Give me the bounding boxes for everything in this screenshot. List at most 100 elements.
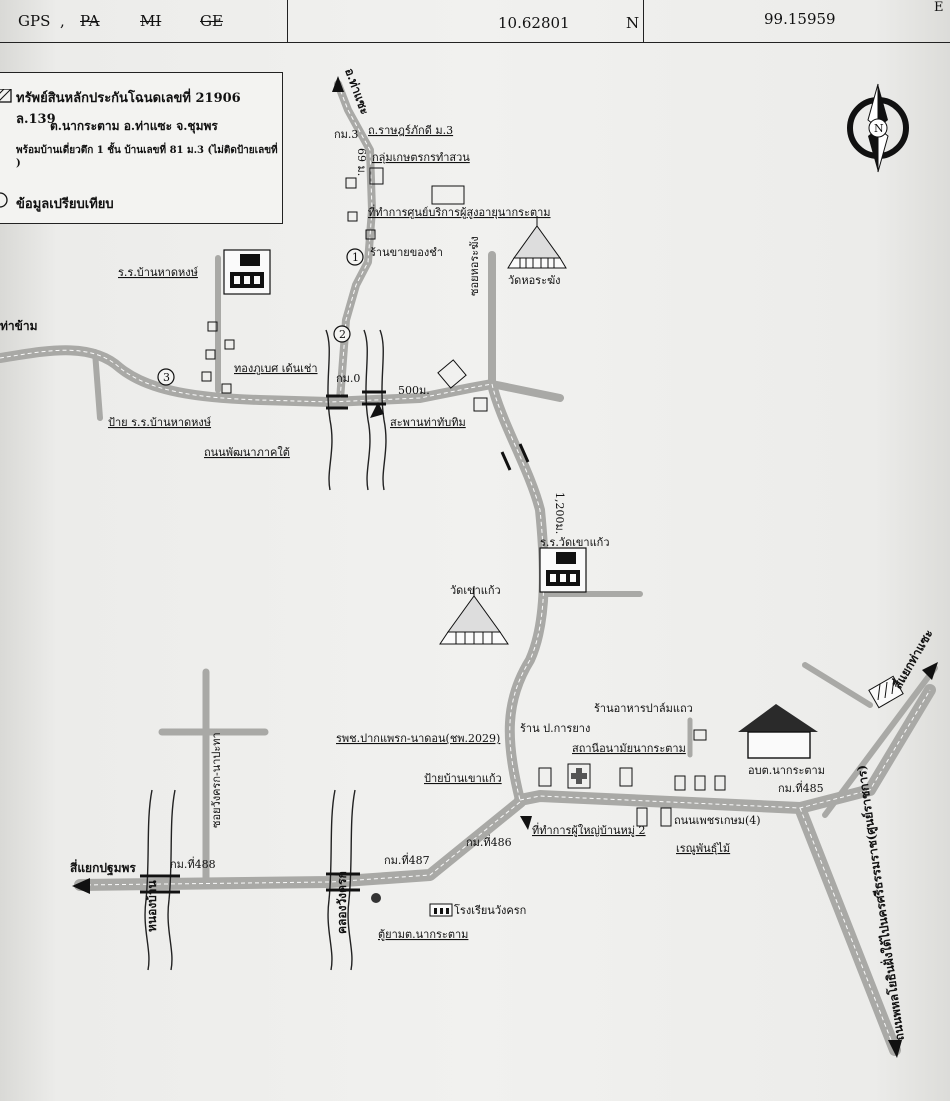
label-health: สถานีอนามัยนากระตาม [572,742,686,755]
marker-2-label: 2 [339,328,346,341]
river-ban-2 [167,789,176,971]
arrow-se-icon [888,1040,902,1058]
label-headman: ที่ทำการผู้ใหญ่บ้านหมู่ 2 [532,822,646,837]
label-500m: 500ม. [398,384,430,397]
label-junction-pathom: สี่แยกปฐมพร [70,859,136,876]
plot-square [207,321,218,332]
label-school-wangkrok: โรงเรียนวังครก [454,903,526,917]
label-elderly: ที่ทำการศูนย์บริการผู้สูงอายุนากระตาม [368,204,551,219]
label-tha-cham: ท่าข้าม [0,319,38,333]
road-lower-west [74,796,526,891]
plot-square [538,767,552,787]
legend-box: ทรัพย์สินหลักประกันโฉนดเลขที่ 21906 ล.13… [0,72,283,224]
label-1200m: 1,200ม. [553,492,566,534]
label-farmers: กลุ่มเกษตรกรทำสวน [372,151,470,164]
arrow-ne-icon [922,662,938,680]
river-tha-3 [379,329,387,491]
marker-1-label: 1 [352,251,359,264]
arrow-bridge-icon [370,402,384,418]
road-ne-diag [822,665,938,818]
plot-square [674,775,686,791]
label-coffin: ร้านขายของชำ [370,246,443,259]
legend-compare: ข้อมูลเปรียบเทียบ [16,197,114,212]
gps-pa: PA [80,12,100,30]
bridge-tha-1 [326,394,348,410]
plot-square [201,371,212,382]
river-wang-2 [347,789,356,971]
label-junction-thasae: สี่แยกท่าแซะ [889,626,936,691]
label-phetkasem: ถนนเพชรเกษม(4) [674,814,761,827]
plot-square [431,185,465,205]
marker-3-label: 3 [163,371,170,384]
label-km485: กม.ที่485 [778,780,824,795]
label-shop-noodle: ร้านอาหารปาล์มแถว [594,702,693,715]
label-school-khaokaew: ร.ร.วัดเขาแก้ว [540,536,610,549]
label-sign-school: ป้าย ร.ร.บ้านหาดหงษ์ [108,416,211,429]
label-km488: กม.ที่488 [170,856,216,871]
label-thong: ทองภูเบศ เด้นเช่า [234,362,318,375]
label-school-hatnong: ร.ร.บ้านหาดหงษ์ [118,266,198,279]
school-khaokaew-icon [539,547,587,593]
label-hospital: รพช.ปากแพรก-นาดอน(ชพ.2029) [336,732,500,745]
plot-square [660,807,672,827]
marker-1 [346,248,364,266]
label-shop-rubber: ร้าน ป.การยาง [520,722,590,735]
compass-n: N [874,122,884,135]
longitude-e: E [934,0,944,15]
label-renu: เรณูพันธุ์ไม้ [676,842,730,855]
plot-square [473,397,488,412]
temple-khaokaew-icon [439,586,509,645]
label-km487: กม.ที่487 [384,852,430,867]
plot-square [714,775,726,791]
plot-square [347,211,358,222]
gps-mi: MI [140,12,162,30]
plot-square [224,339,235,350]
health-station-icon [567,763,591,789]
label-wat-khaokaew: วัดเขาแก้ว [450,584,501,597]
bridge-wang [326,872,360,892]
arrow-km486-icon [520,816,532,830]
label-canal-ban: หนองบ้าน [145,879,159,932]
legend-location: ต.นากระตาม อ.ท่าแซะ จ.ชุมพร [50,119,218,133]
atm-icon [371,893,381,903]
arrow-north-icon [332,76,344,92]
plot-square [369,167,384,185]
marker-2 [333,325,351,343]
gps-cell: GPS , PA MI GE [0,0,288,42]
label-canal-wang: คลองวังครก [335,871,349,934]
road-west-spur [92,349,103,421]
label-obt: อบต.นากระตาม [748,764,825,777]
label-soi-wangkrok: ซอยวังครก-นาปะทา [210,732,223,828]
gps-label: GPS [18,12,51,30]
school-hatnong-icon [223,249,271,295]
road-east-branch [488,380,564,402]
plot-square [345,177,357,189]
label-bridge-tha: สะพานท่าทับทิม [390,416,466,429]
river-wang-1 [327,789,336,971]
gps-header: GPS , PA MI GE 10.62801 N 99.15959 E [0,0,950,43]
label-km0: กม.0 [336,372,360,385]
label-road-phat: ถนนพัฒนาภาคใต้ [204,446,290,459]
river-tha-2 [363,329,371,491]
label-sign-khaokaew: ป้ายบ้านเขาแก้ว [424,772,502,785]
plot-square [636,807,648,827]
school-wangkrok-icon [429,903,453,917]
latitude-value: 10.62801 [498,14,570,32]
label-atm: ตู้ยามต.นากระตาม [378,928,468,941]
circle-marker-icon [0,192,8,208]
label-km3: กม.3 [334,128,358,141]
temple-hora-icon [507,216,567,269]
legend-building: พร้อมบ้านเดี่ยวตึก 1 ชั้น บ้านเลขที่ 81 … [16,145,278,169]
bridge-tha-2 [362,390,386,406]
obt-building-icon [738,704,818,759]
plot-square [205,349,216,360]
latitude-n: N [626,14,640,32]
label-69m: 69 ม. [355,148,368,176]
road-ne-spur [802,662,873,708]
hatch-icon [0,89,12,103]
plot-square [694,775,706,791]
arrow-west-icon [72,878,90,894]
label-soi-hora: ซอยหอระฆัง [468,236,481,296]
road-west [0,345,497,407]
